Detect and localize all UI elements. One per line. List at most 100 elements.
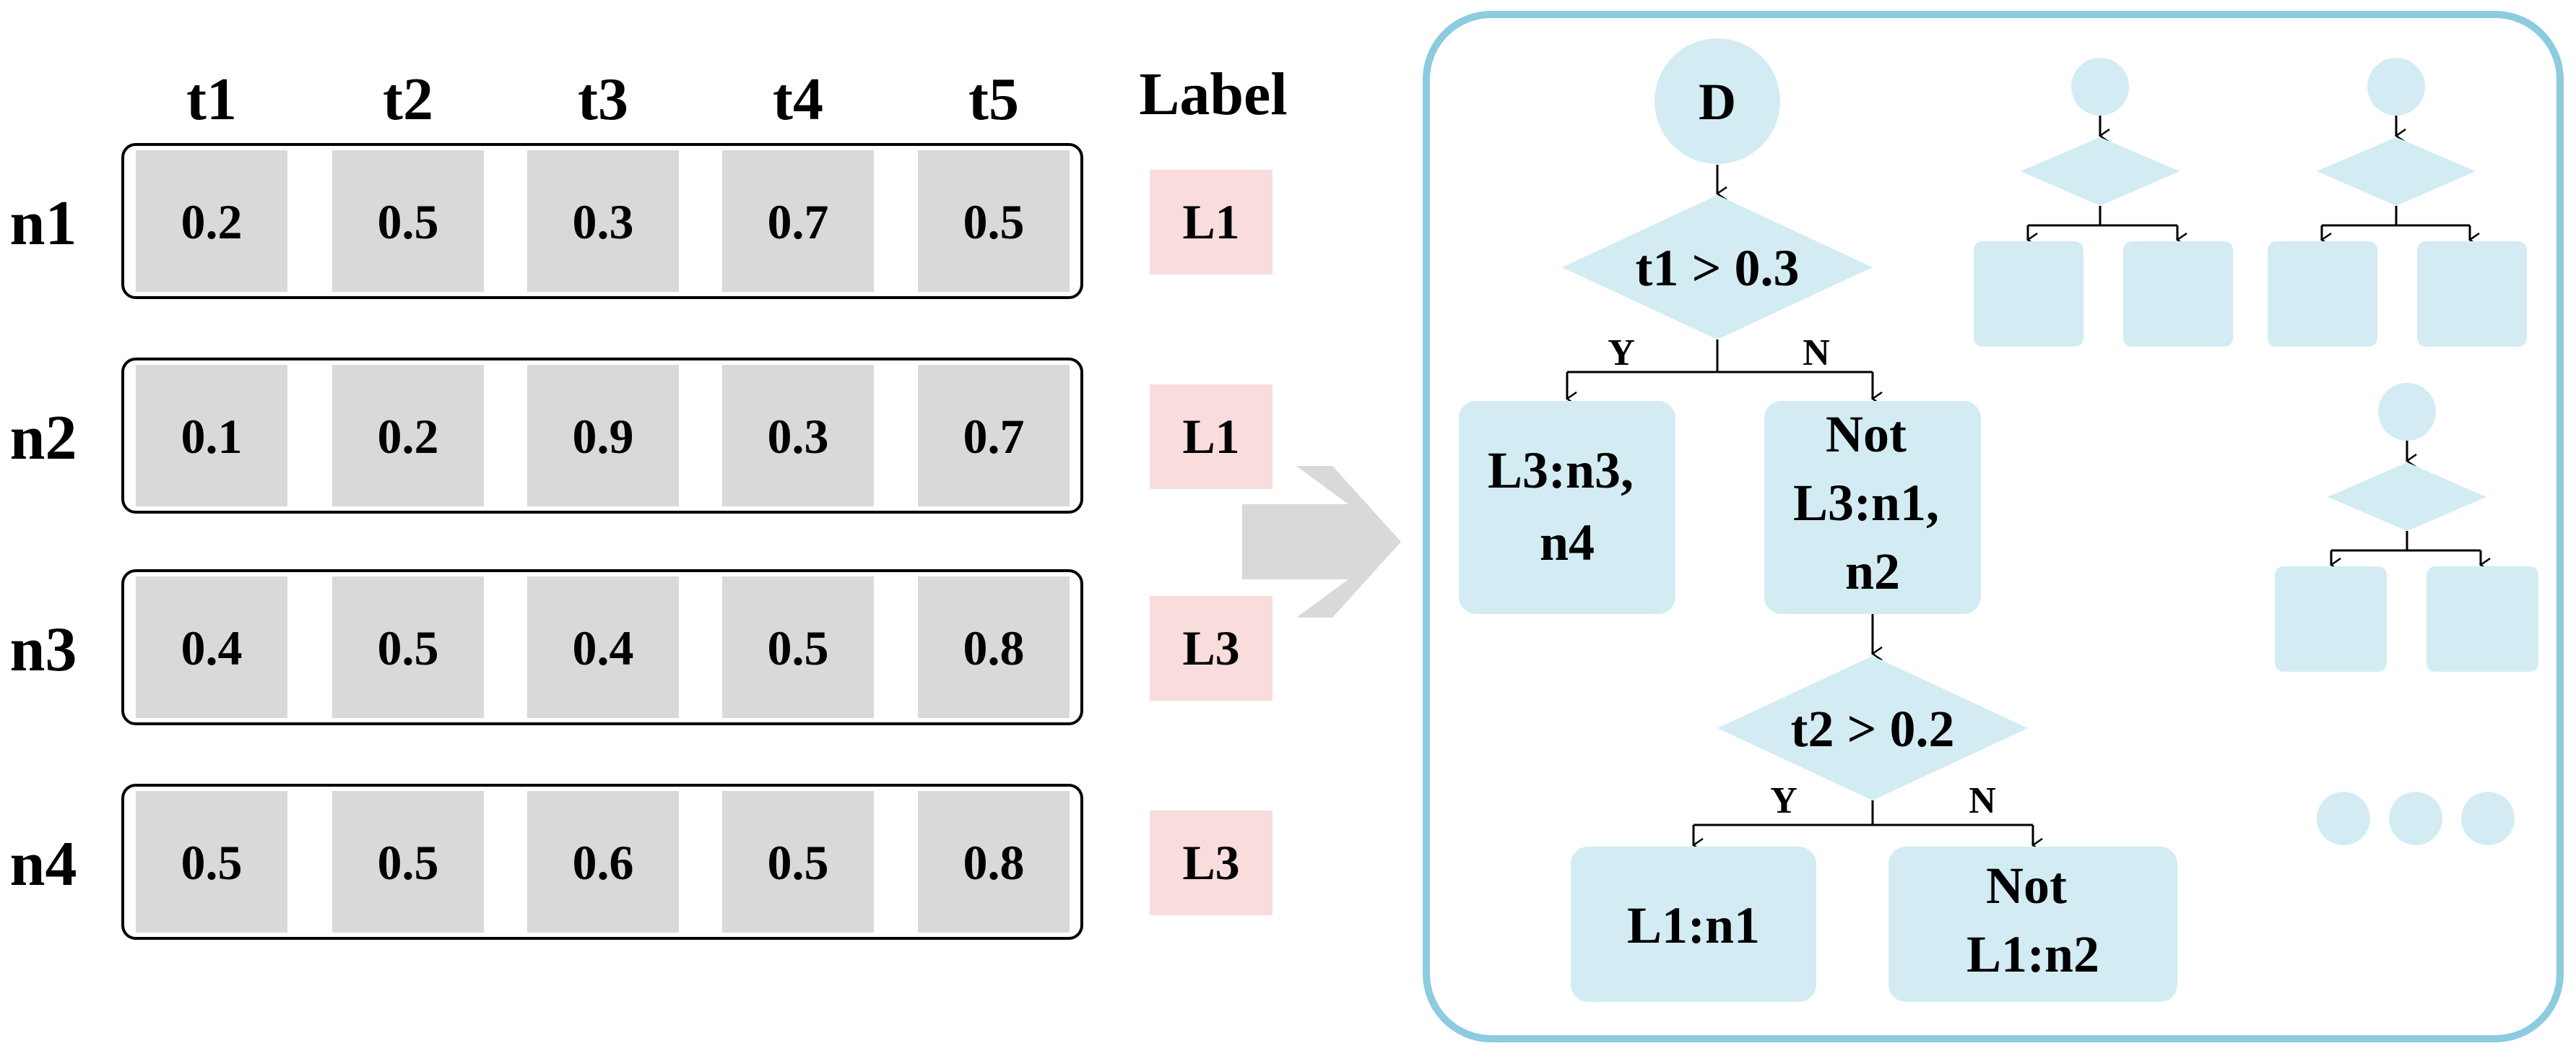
mini-root-node: [2071, 58, 2129, 116]
cell-value: 0.7: [963, 409, 1025, 464]
cell-value: 0.5: [768, 835, 829, 890]
mini-leaf-node: [2427, 566, 2538, 672]
cell-box: [722, 365, 874, 506]
label-badge: [1150, 596, 1272, 701]
root-node-label: D: [1699, 73, 1736, 131]
internal-node: [1764, 401, 1981, 614]
leaf-node: [1571, 847, 1816, 1002]
arrow-right-icon: [1242, 466, 1401, 618]
cell-value: 0.7: [768, 194, 829, 249]
column-header-t5: t5: [968, 66, 1019, 133]
data-table: t1 t2 t3 t4 t5 Label n1 0.2 0.5 0.3 0.7 …: [10, 61, 1288, 940]
label-badge-text: L1: [1182, 194, 1239, 249]
ellipsis-dot: [2317, 792, 2370, 845]
cell-value: 0.5: [378, 835, 439, 890]
mini-leaf-node: [2417, 241, 2527, 347]
split-node-label: t2 > 0.2: [1790, 700, 1954, 758]
mini-split-node: [2317, 137, 2476, 206]
cell-value: 0.5: [378, 194, 439, 249]
cell-value: 0.5: [181, 835, 243, 890]
column-header-t4: t4: [773, 66, 823, 133]
cell-value: 0.1: [181, 409, 243, 464]
column-header-t2: t2: [383, 66, 433, 133]
internal-node-label: Not L3:n1, n2: [1793, 405, 1952, 600]
cell-box: [332, 150, 484, 292]
row-frame: [121, 569, 1083, 725]
table-row: n1 0.2 0.5 0.3 0.7 0.5 L1: [10, 143, 1272, 299]
row-name: n4: [10, 829, 77, 899]
mini-tree: [1974, 58, 2233, 347]
leaf-node: [1888, 847, 2177, 1002]
ellipsis-dot: [2389, 792, 2442, 845]
mini-split-node: [2328, 462, 2486, 531]
cell-box: [722, 791, 874, 933]
row-name: n3: [10, 615, 77, 685]
row-name: n1: [10, 189, 77, 259]
label-badge-text: L1: [1182, 409, 1239, 464]
cell-box: [136, 576, 287, 718]
leaf-node-line: n4: [1540, 514, 1595, 571]
cell-value: 0.6: [573, 835, 634, 890]
label-badge: [1150, 811, 1272, 915]
label-badge-text: L3: [1182, 835, 1239, 890]
split-node: [1717, 656, 2028, 800]
cell-box: [722, 576, 874, 718]
table-row: n4 0.5 0.5 0.6 0.5 0.8 L3: [10, 784, 1272, 940]
label-column-header: Label: [1139, 61, 1287, 128]
cell-value: 0.9: [573, 409, 634, 464]
cell-box: [918, 576, 1070, 718]
cell-value: 0.5: [963, 194, 1025, 249]
column-header-t3: t3: [578, 66, 628, 133]
cell-box: [332, 576, 484, 718]
no-branch-label: N: [1803, 332, 1830, 373]
mini-leaf-node: [2123, 241, 2233, 347]
internal-node-line: L3:n1,: [1793, 474, 1939, 532]
row-frame: [121, 784, 1083, 940]
cell-value: 0.4: [181, 621, 243, 675]
row-frame: [121, 358, 1083, 514]
mini-leaf-node: [1974, 241, 2083, 347]
cell-box: [722, 150, 874, 292]
cell-box: [332, 365, 484, 506]
cell-box: [332, 791, 484, 933]
root-node: [1655, 38, 1780, 164]
mini-root-node: [2378, 383, 2436, 441]
yes-branch-label: Y: [1770, 780, 1797, 821]
column-headers: t1 t2 t3 t4 t5 Label: [186, 61, 1288, 133]
table-row: n3 0.4 0.5 0.4 0.5 0.8 L3: [10, 569, 1272, 725]
label-badge: [1150, 384, 1272, 489]
mini-tree: [2275, 383, 2538, 672]
cell-box: [918, 150, 1070, 292]
leaf-node-line: L1:n2: [1966, 925, 2099, 983]
cell-value: 0.5: [768, 621, 829, 675]
leaf-node-line: L3:n3,: [1488, 441, 1634, 499]
ellipsis-icon: [2317, 792, 2515, 845]
label-badge: [1150, 170, 1272, 275]
cell-value: 0.3: [768, 409, 829, 464]
cell-value: 0.2: [181, 194, 243, 249]
leaf-node-label: L1:n1: [1627, 896, 1760, 954]
cell-box: [136, 791, 287, 933]
mini-root-node: [2367, 58, 2425, 116]
cell-box: [136, 150, 287, 292]
split-node-label: t1 > 0.3: [1635, 239, 1799, 297]
decision-tree: D t1 > 0.3 Y N L3:n3, n4 Not L3:n1, n2: [1459, 38, 2177, 1002]
leaf-node-label: L3:n3, n4: [1488, 441, 1647, 571]
cell-box: [527, 150, 679, 292]
yes-branch-label: Y: [1608, 332, 1635, 373]
cell-value: 0.8: [963, 621, 1025, 675]
cell-value: 0.2: [378, 409, 439, 464]
cell-box: [527, 576, 679, 718]
table-row: n2 0.1 0.2 0.9 0.3 0.7 L1: [10, 358, 1272, 514]
mini-leaf-node: [2275, 566, 2387, 672]
cell-box: [527, 365, 679, 506]
cell-value: 0.4: [573, 621, 634, 675]
split-node: [1562, 195, 1873, 340]
internal-node-line: n2: [1845, 543, 1900, 600]
mini-leaf-node: [2268, 241, 2377, 347]
cell-value: 0.3: [573, 194, 634, 249]
row-frame: [121, 143, 1083, 299]
cell-box: [136, 365, 287, 506]
row-name: n2: [10, 403, 77, 473]
